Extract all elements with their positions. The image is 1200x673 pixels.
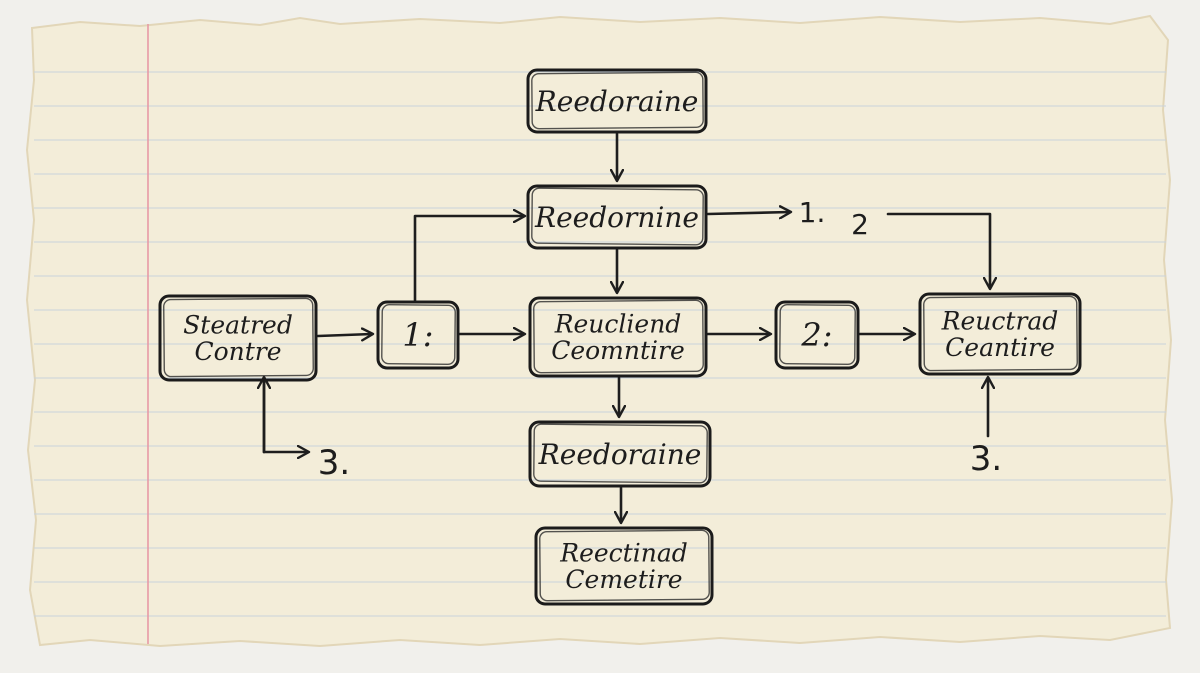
node-border <box>534 526 714 606</box>
node-second: Reedornine <box>526 184 708 250</box>
node-border <box>526 68 708 134</box>
node-border <box>376 300 460 370</box>
node-label: Ceantire <box>945 333 1055 362</box>
node-border <box>774 300 860 370</box>
node-label: Reuctrad <box>941 307 1059 336</box>
node-sketch-border <box>539 529 710 602</box>
node-label: Reedornine <box>534 201 699 234</box>
ruled-lines <box>34 71 1166 617</box>
edge-step1-to-second <box>413 216 524 302</box>
label-1: 1. <box>799 196 826 229</box>
node-sketch-border <box>381 303 456 366</box>
node-label: Steatred <box>183 311 293 340</box>
node-sketch-border <box>533 299 704 374</box>
node-label: Cemetire <box>565 565 682 594</box>
step-labels: 1. 2 3. 3. <box>318 196 1002 483</box>
node-top: Reedoraine <box>526 68 708 134</box>
edges <box>264 132 990 522</box>
node-sketch-border <box>531 71 704 130</box>
edge-left-to-step1 <box>316 334 372 336</box>
label-2: 2 <box>851 208 869 241</box>
node-label: Contre <box>194 337 281 366</box>
node-fourth: Reedoraine <box>528 420 712 488</box>
node-border <box>158 294 318 382</box>
node-border <box>526 184 708 250</box>
node-step1: 1: <box>376 300 460 370</box>
node-label: Reedoraine <box>538 438 702 471</box>
node-sketch-border <box>163 297 314 378</box>
edge-label-2-to-right <box>886 212 990 288</box>
node-label: 1: <box>402 316 433 354</box>
node-step2: 2: <box>774 300 860 370</box>
node-border <box>528 296 708 378</box>
label-3-left: 3. <box>318 443 350 483</box>
label-3-right: 3. <box>970 439 1002 479</box>
edge-second-to-label-1 <box>706 212 790 214</box>
node-border <box>918 292 1082 376</box>
node-sketch-border <box>531 187 704 246</box>
node-sketch-border <box>923 295 1078 372</box>
node-label: 2: <box>800 316 832 354</box>
node-border <box>528 420 712 488</box>
node-label: Reectinad <box>559 539 687 568</box>
node-label: Reedoraine <box>535 85 699 118</box>
node-sketch-border <box>533 423 708 484</box>
node-label: Reucliend <box>554 310 682 339</box>
node-sketch-border <box>779 303 856 366</box>
node-label: Ceomntire <box>551 336 685 365</box>
